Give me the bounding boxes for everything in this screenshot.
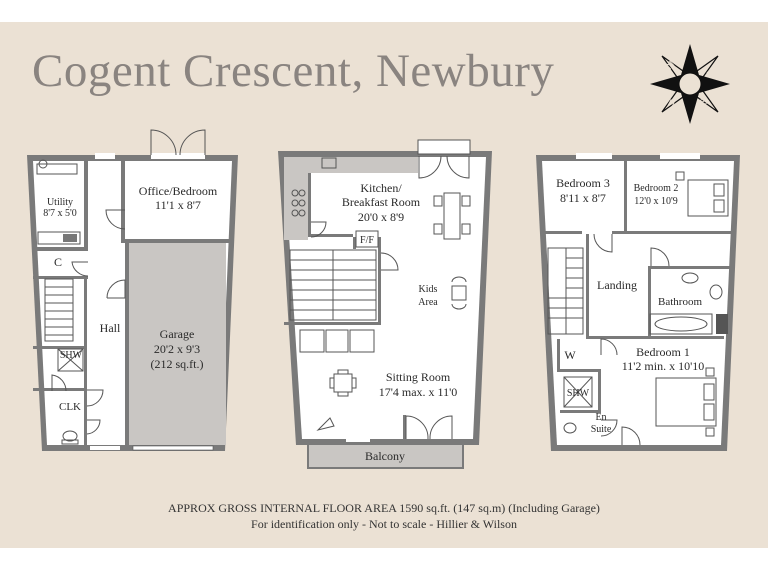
hall-label: Hall: [100, 321, 121, 335]
first-floor-plan: Kitchen/ Breakfast Room 20'0 x 8'9 F/F K…: [278, 139, 492, 469]
cupboard-label: C: [54, 255, 62, 269]
ensuite-shower-label: SHW: [567, 388, 590, 399]
bedroom3-label: Bedroom 3: [556, 176, 610, 190]
sitting-room-label: Sitting Room: [386, 370, 451, 384]
kids-area-label-line2: Area: [418, 297, 438, 308]
ground-floor-plan: Utility 8'7 x 5'0 Office/Bedroom 11'1 x …: [27, 129, 238, 451]
disclaimer-note: For identification only - Not to scale -…: [251, 517, 517, 531]
garage-size: 20'2 x 9'3: [154, 342, 200, 356]
kitchen-size: 20'0 x 8'9: [358, 210, 404, 224]
bedroom2-label: Bedroom 2: [634, 183, 679, 194]
clk-label: CLK: [59, 401, 81, 413]
second-floor-plan: Bedroom 3 8'11 x 8'7 Bedroom 2 12'0 x 10…: [536, 153, 740, 451]
garage-label: Garage: [160, 327, 195, 341]
bathroom-label: Bathroom: [658, 296, 702, 308]
kitchen-label: Kitchen/: [360, 181, 402, 195]
bedroom1-label: Bedroom 1: [636, 345, 690, 359]
bedroom3-size: 8'11 x 8'7: [560, 191, 606, 205]
ensuite-label: En: [595, 412, 606, 423]
landing-label: Landing: [597, 278, 637, 292]
balcony-label: Balcony: [365, 449, 405, 463]
bedroom1-size: 11'2 min. x 10'10: [622, 359, 705, 373]
garage-area: [129, 243, 226, 445]
wardrobe-label: W: [564, 348, 576, 362]
utility-label: Utility: [47, 197, 73, 208]
ensuite-label-line2: Suite: [591, 424, 612, 435]
office-size: 11'1 x 8'7: [155, 198, 201, 212]
kids-area-label: Kids: [419, 284, 438, 295]
compass-letter-n: N: [664, 59, 677, 72]
floor-area-note: APPROX GROSS INTERNAL FLOOR AREA 1590 sq…: [168, 501, 600, 515]
garage-area-sqft: (212 sq.ft.): [151, 357, 204, 371]
bedroom2-size: 12'0 x 10'9: [634, 196, 678, 207]
ground-shower-label: SHW: [60, 350, 83, 361]
sitting-room-size: 17'4 max. x 11'0: [379, 385, 458, 399]
fridge-freezer-label: F/F: [360, 235, 374, 246]
kitchen-label-line2: Breakfast Room: [342, 195, 421, 209]
compass-rose-icon: N E S W: [650, 44, 730, 124]
property-title: Cogent Crescent, Newbury: [32, 45, 555, 97]
office-label: Office/Bedroom: [139, 184, 218, 198]
compass-letter-w: W: [664, 98, 679, 113]
utility-size: 8'7 x 5'0: [43, 208, 77, 219]
